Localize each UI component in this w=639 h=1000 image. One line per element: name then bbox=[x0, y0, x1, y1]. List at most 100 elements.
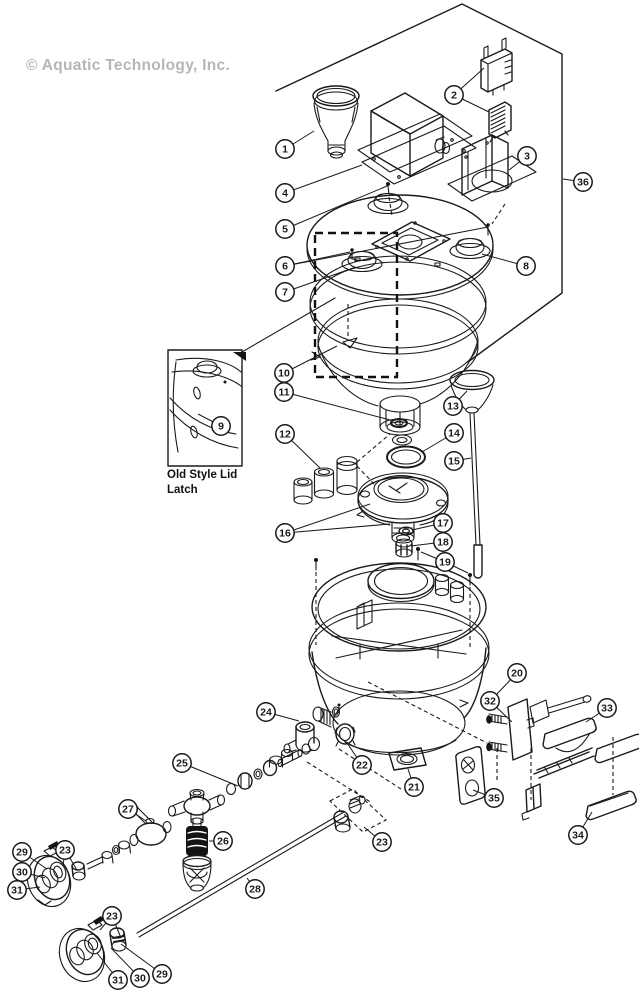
callout-number: 34 bbox=[572, 830, 584, 842]
nut-18 bbox=[395, 538, 413, 558]
callout-circle bbox=[480, 691, 500, 711]
callout-13-12: 13 bbox=[443, 390, 468, 416]
callout-10-9: 10 bbox=[274, 345, 338, 383]
callout-6-5: 6 bbox=[275, 226, 489, 276]
mounting-panel bbox=[275, 3, 563, 363]
callout-number: 31 bbox=[112, 975, 124, 987]
callout-29-28: 29 bbox=[12, 842, 48, 870]
callout-1-0: 1 bbox=[275, 130, 315, 159]
inset-caption-line1: Old Style Lid bbox=[167, 469, 238, 481]
leader-line bbox=[284, 266, 357, 293]
watermark: © Aquatic Technology, Inc. bbox=[26, 57, 231, 74]
bulkhead-fitting bbox=[334, 723, 356, 747]
callout-circle bbox=[444, 423, 464, 443]
power-unit bbox=[357, 92, 477, 217]
callout-circle bbox=[573, 172, 593, 192]
compression-fitting-right bbox=[329, 788, 387, 833]
callout-number: 9 bbox=[218, 421, 224, 433]
callout-circle bbox=[517, 146, 537, 166]
callout-circle bbox=[275, 183, 295, 203]
callout-circle bbox=[568, 825, 588, 845]
callout-circle bbox=[484, 788, 504, 808]
leader-line bbox=[283, 391, 395, 422]
callout-circle bbox=[213, 831, 233, 851]
leader-line bbox=[284, 185, 388, 230]
sight-glass-flange bbox=[356, 472, 449, 544]
callout-number: 1 bbox=[282, 144, 288, 156]
callout-22-21: 22 bbox=[346, 742, 372, 775]
feeder-funnel bbox=[312, 85, 360, 159]
callout-35-39: 35 bbox=[472, 788, 504, 808]
callout-number: 13 bbox=[447, 401, 459, 413]
callout-26-25: 26 bbox=[209, 831, 233, 851]
adapter-fittings bbox=[293, 433, 391, 505]
callout-33-37: 33 bbox=[585, 698, 617, 723]
callout-36-40: 36 bbox=[562, 172, 593, 192]
callout-circle bbox=[152, 964, 172, 984]
callout-20-19: 20 bbox=[493, 663, 527, 698]
callout-number: 27 bbox=[122, 804, 134, 816]
hopper-lid bbox=[306, 192, 494, 300]
lid-knob-top bbox=[367, 192, 409, 215]
motor-bracket bbox=[447, 134, 537, 225]
callout-circle bbox=[507, 663, 527, 683]
callout-7-6: 7 bbox=[275, 266, 357, 302]
callout-11-10: 11 bbox=[274, 382, 395, 422]
callout-number: 20 bbox=[511, 668, 523, 680]
rubber-coupling bbox=[186, 819, 208, 856]
dip-rod bbox=[469, 412, 483, 579]
callout-number: 25 bbox=[176, 758, 188, 770]
callout-number: 26 bbox=[217, 836, 229, 848]
callout-circle bbox=[12, 862, 32, 882]
callout-number: 23 bbox=[376, 837, 388, 849]
callout-circle bbox=[275, 219, 295, 239]
callout-circle bbox=[516, 256, 536, 276]
callout-23-32: 23 bbox=[99, 906, 122, 939]
callout-number: 18 bbox=[437, 537, 449, 549]
callout-24-23: 24 bbox=[256, 702, 300, 722]
callout-circle bbox=[352, 755, 372, 775]
suction-tube bbox=[136, 811, 347, 938]
leader-line bbox=[284, 226, 489, 267]
callout-circle bbox=[118, 799, 138, 819]
old-style-latch-inset bbox=[167, 297, 336, 467]
callout-number: 29 bbox=[156, 969, 168, 981]
callout-18-17: 18 bbox=[410, 532, 453, 552]
callout-number: 29 bbox=[16, 847, 28, 859]
callout-circle bbox=[275, 424, 295, 444]
callout-number: 24 bbox=[260, 707, 272, 719]
callout-number: 23 bbox=[59, 845, 71, 857]
callout-circle bbox=[55, 840, 75, 860]
callout-14-13: 14 bbox=[421, 423, 464, 453]
leader-line bbox=[284, 164, 363, 194]
callout-23-31: 23 bbox=[55, 840, 78, 871]
tubing-assembly bbox=[167, 736, 402, 825]
float-paddle-34 bbox=[585, 790, 637, 821]
foot-strainer bbox=[182, 854, 212, 892]
callout-circle bbox=[7, 880, 27, 900]
callout-30-34: 30 bbox=[110, 947, 150, 988]
callout-circle bbox=[211, 416, 231, 436]
callout-number: 12 bbox=[279, 429, 291, 441]
callout-circle bbox=[275, 139, 295, 159]
callout-number: 23 bbox=[106, 911, 118, 923]
callout-15-14: 15 bbox=[444, 451, 472, 471]
leader-line bbox=[181, 762, 239, 787]
callout-number: 30 bbox=[16, 867, 28, 879]
callout-circle bbox=[444, 451, 464, 471]
bolts-19 bbox=[314, 547, 472, 648]
callout-25-24: 25 bbox=[172, 753, 239, 787]
callout-number: 5 bbox=[282, 224, 288, 236]
callout-circle bbox=[275, 282, 295, 302]
callout-circle bbox=[102, 906, 122, 926]
callout-28-27: 28 bbox=[245, 877, 265, 899]
callout-number: 2 bbox=[451, 90, 457, 102]
callout-32-36: 32 bbox=[480, 691, 513, 723]
inset-caption: Old Style Lid Latch bbox=[167, 468, 237, 498]
callout-circle bbox=[256, 702, 276, 722]
callout-number: 22 bbox=[356, 760, 368, 772]
callout-number: 21 bbox=[408, 782, 420, 794]
